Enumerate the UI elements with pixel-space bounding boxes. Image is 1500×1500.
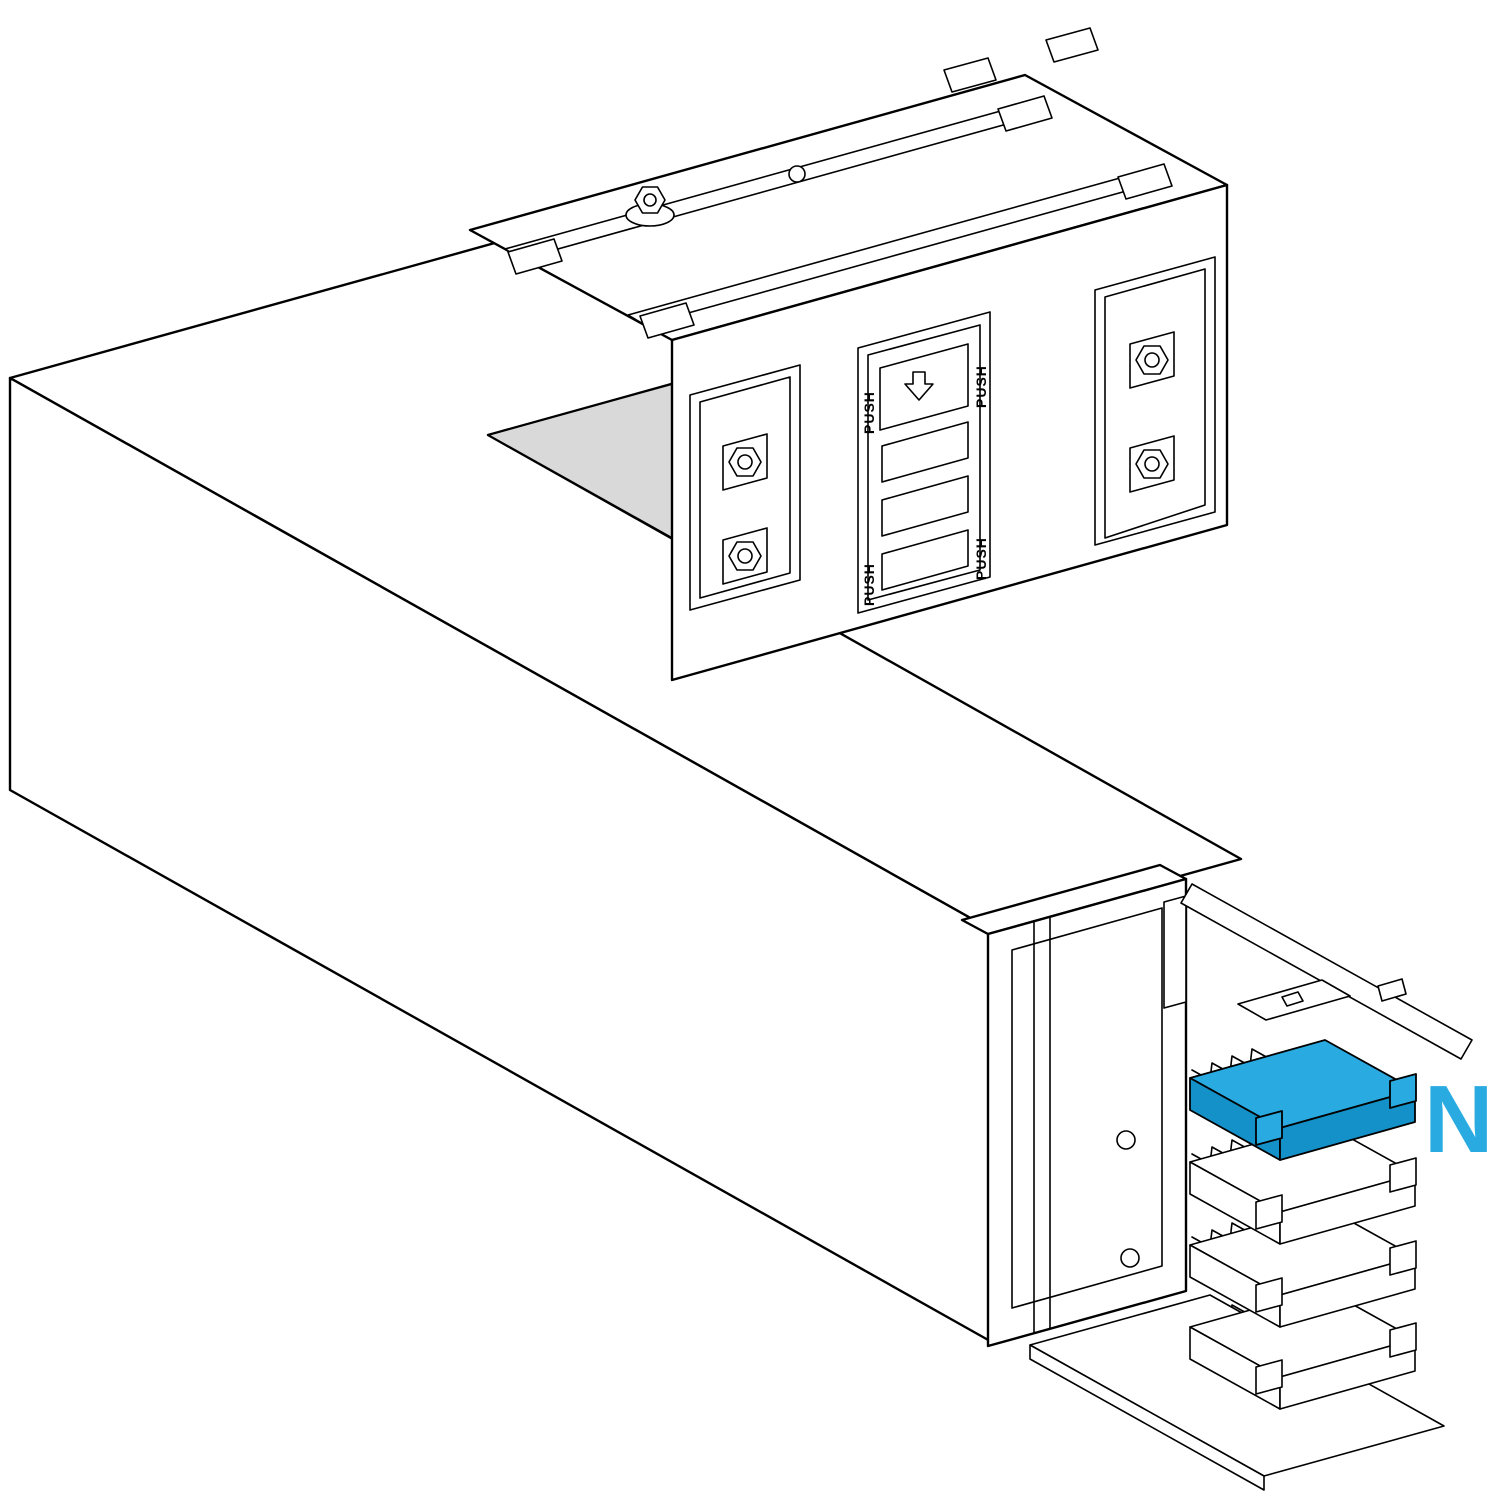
busbar-module xyxy=(1189,1288,1417,1410)
bracket-hole xyxy=(1281,991,1304,1007)
lower-feed-unit: N xyxy=(960,863,1493,1491)
push-label: PUSH xyxy=(861,391,877,434)
vent-window xyxy=(881,529,969,591)
bolt-center xyxy=(643,193,657,207)
hanger-tab xyxy=(1163,895,1187,1009)
rail-clip xyxy=(1117,163,1173,200)
hex-bolt-icon xyxy=(722,433,768,491)
rail-clip xyxy=(997,95,1053,132)
hex-bolt-icon xyxy=(722,527,768,585)
busbar-clamp xyxy=(1389,1240,1417,1276)
push-panel: PUSH PUSH PUSH PUSH xyxy=(857,311,991,614)
collar-inner-ring xyxy=(1011,907,1163,1309)
push-label: PUSH xyxy=(861,563,877,606)
hex-bolt-icon xyxy=(1129,435,1175,493)
bolt-center xyxy=(1144,352,1160,368)
rail-clip xyxy=(507,238,563,275)
bolt-center xyxy=(737,548,753,564)
top-hook-clip xyxy=(943,57,997,93)
frame-outer xyxy=(689,364,801,611)
neutral-busbar-end xyxy=(1279,1089,1416,1161)
rail-clip xyxy=(639,302,695,339)
push-label: PUSH xyxy=(973,537,989,580)
tray-lip xyxy=(1029,1344,1265,1491)
busbar-clamp xyxy=(1389,1322,1417,1358)
top-hole xyxy=(788,165,806,183)
rail-notch xyxy=(1377,978,1407,1002)
housing-far-rail xyxy=(1180,883,1473,1060)
bolt-hex-head xyxy=(728,541,762,571)
bolt-hex-head xyxy=(1135,345,1169,375)
busbar-module xyxy=(1189,1206,1417,1328)
busbar-end xyxy=(1279,1173,1416,1245)
neutral-busbar xyxy=(1189,1039,1417,1161)
busbar-end xyxy=(1279,1256,1416,1328)
collar-bolt-icon xyxy=(1120,1248,1140,1268)
vent-window xyxy=(881,475,969,537)
neutral-busbar-clamp xyxy=(1389,1073,1417,1109)
frame-inner xyxy=(1104,268,1206,539)
busbar-clamp xyxy=(1255,1359,1283,1395)
push-label: PUSH xyxy=(973,365,989,408)
collar-bolt-icon xyxy=(1116,1130,1136,1150)
bolt-center xyxy=(1144,456,1160,472)
upper-joint-block: PUSH PUSH PUSH PUSH xyxy=(468,27,1229,682)
duct-body xyxy=(8,195,1243,1343)
top-bolt-icon xyxy=(625,186,675,227)
frame-outer xyxy=(1094,256,1216,546)
bolt-hex-head xyxy=(1135,449,1169,479)
neutral-busbar-clamp xyxy=(1255,1110,1283,1146)
hex-bolt-icon xyxy=(1129,331,1175,389)
busbar-module xyxy=(1189,1123,1417,1245)
bolt-center xyxy=(737,454,753,470)
bolt-hex-head xyxy=(634,186,666,214)
collar-flange xyxy=(986,877,1188,1348)
top-hook-clip xyxy=(1045,27,1099,63)
bolt-frame-right xyxy=(1094,256,1216,546)
busbar-clamp xyxy=(1389,1157,1417,1193)
bolt-hex-head xyxy=(728,447,762,477)
arrow-down-icon xyxy=(904,371,934,401)
busbar-end xyxy=(1279,1338,1416,1410)
neutral-label: N xyxy=(1424,1066,1493,1173)
frame-inner xyxy=(867,324,981,601)
vent-window xyxy=(881,421,969,483)
busbar-clamp xyxy=(1255,1194,1283,1230)
bolt-frame-left xyxy=(689,364,801,611)
frame-inner xyxy=(699,376,791,599)
busbar-clamp xyxy=(1255,1277,1283,1313)
support-bracket xyxy=(1237,979,1351,1021)
